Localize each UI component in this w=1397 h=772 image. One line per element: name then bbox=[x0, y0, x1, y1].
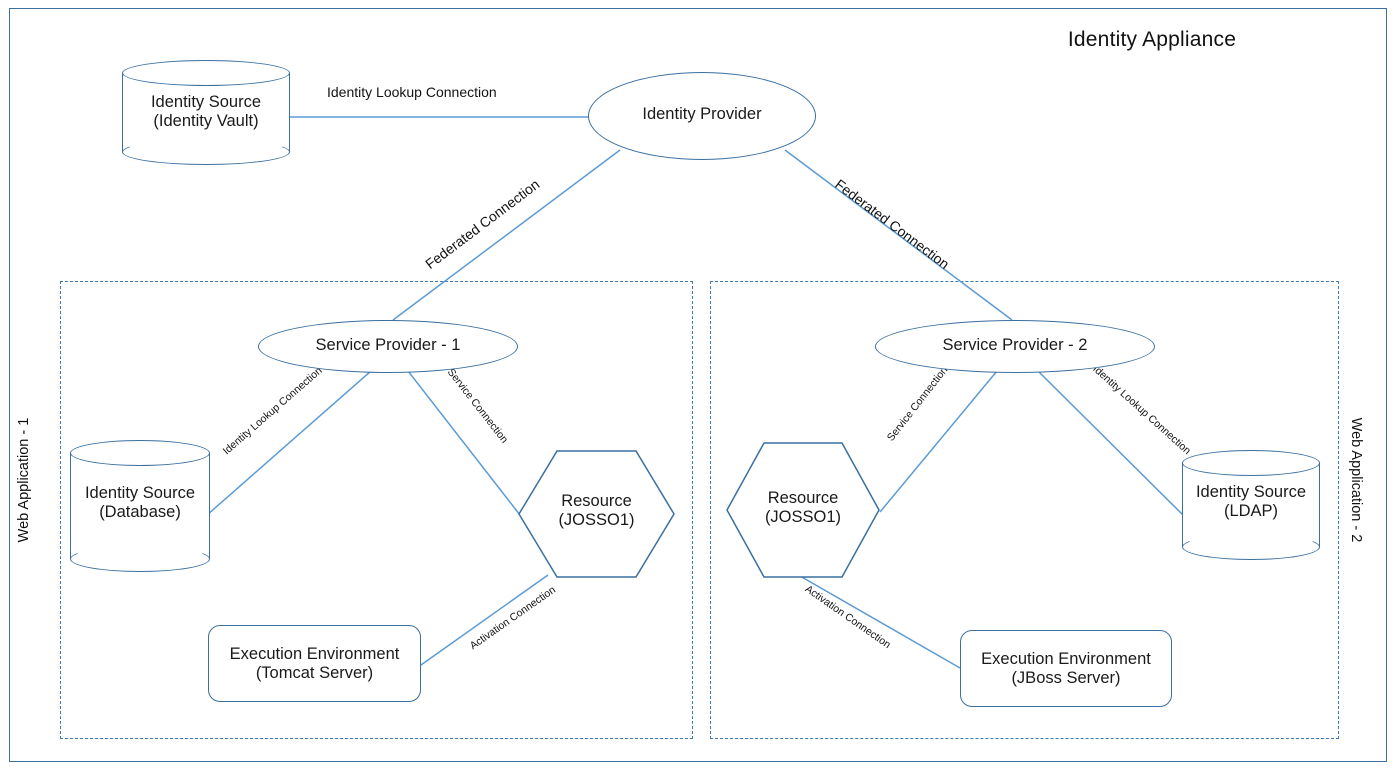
node-label-line2: (Tomcat Server) bbox=[255, 664, 374, 683]
node-label-line1: Execution Environment bbox=[229, 645, 400, 663]
node-label-line1: Resource bbox=[561, 492, 632, 510]
cylinder-top bbox=[1182, 450, 1320, 476]
node-label: Resource (JOSSO1) bbox=[726, 489, 880, 528]
node-label: Identity Source (Database) bbox=[70, 484, 210, 523]
identity-appliance-frame bbox=[9, 8, 1387, 762]
node-label-line1: Resource bbox=[767, 489, 839, 507]
node-label-line1: Execution Environment bbox=[981, 650, 1151, 668]
node-service-provider-1[interactable]: Service Provider - 1 bbox=[258, 320, 518, 373]
node-identity-source-database[interactable]: Identity Source (Database) bbox=[70, 440, 210, 572]
hexagon-shape bbox=[726, 442, 880, 578]
node-label-line2: (JBoss Server) bbox=[1011, 669, 1121, 688]
cylinder-bottom bbox=[70, 546, 210, 572]
web-application-1-container bbox=[60, 281, 693, 739]
node-execution-environment-tomcat[interactable]: Execution Environment (Tomcat Server) bbox=[208, 625, 421, 702]
node-label-line1: Identity Source bbox=[1195, 483, 1307, 501]
cylinder-bottom bbox=[122, 139, 290, 165]
node-identity-provider[interactable]: Identity Provider bbox=[588, 72, 816, 160]
node-label-line2: (LDAP) bbox=[1223, 502, 1279, 521]
cylinder-body bbox=[70, 453, 210, 559]
node-label: Identity Source (Identity Vault) bbox=[122, 93, 290, 132]
web-application-1-label: Web Application - 1 bbox=[16, 417, 32, 543]
cylinder-top bbox=[122, 60, 290, 86]
node-resource-josso1-left[interactable]: Resource (JOSSO1) bbox=[518, 450, 675, 578]
node-resource-josso1-right[interactable]: Resource (JOSSO1) bbox=[726, 442, 880, 578]
diagram-title: Identity Appliance bbox=[1067, 28, 1237, 51]
node-identity-source-identity-vault[interactable]: Identity Source (Identity Vault) bbox=[122, 60, 290, 165]
node-label: Resource (JOSSO1) bbox=[518, 492, 675, 531]
node-identity-source-ldap[interactable]: Identity Source (LDAP) bbox=[1182, 450, 1320, 560]
cylinder-body bbox=[1182, 463, 1320, 547]
node-execution-environment-jboss[interactable]: Execution Environment (JBoss Server) bbox=[960, 630, 1172, 707]
edge-label-vault-idp: Identity Lookup Connection bbox=[327, 84, 497, 100]
node-label-line1: Identity Source bbox=[150, 93, 262, 111]
node-label-line2: (JOSSO1) bbox=[558, 511, 635, 530]
node-label-line2: (JOSSO1) bbox=[764, 508, 842, 527]
node-label: Execution Environment (Tomcat Server) bbox=[209, 645, 420, 684]
node-service-provider-2[interactable]: Service Provider - 2 bbox=[875, 320, 1155, 373]
node-label: Service Provider - 2 bbox=[942, 336, 1088, 354]
node-label-line1: Identity Source bbox=[84, 484, 196, 502]
node-label-line2: (Database) bbox=[99, 503, 181, 522]
web-application-2-label: Web Application - 2 bbox=[1348, 417, 1364, 543]
cylinder-bottom bbox=[1182, 534, 1320, 560]
cylinder-top bbox=[70, 440, 210, 466]
web-application-2-container bbox=[710, 281, 1339, 739]
node-label: Identity Provider bbox=[642, 105, 762, 123]
node-label-line2: (Identity Vault) bbox=[153, 112, 259, 131]
node-label: Service Provider - 1 bbox=[315, 336, 461, 354]
node-label: Identity Source (LDAP) bbox=[1182, 483, 1320, 522]
node-label: Execution Environment (JBoss Server) bbox=[961, 650, 1171, 689]
hexagon-shape bbox=[518, 450, 675, 578]
